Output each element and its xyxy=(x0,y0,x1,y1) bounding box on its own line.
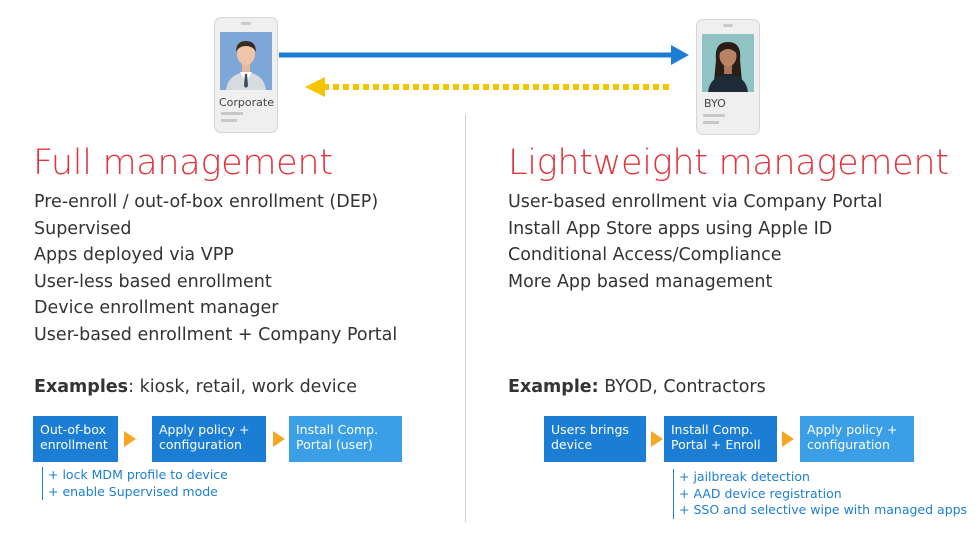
chevron-right-icon xyxy=(124,431,136,447)
step-apply-policy: Apply policy + configuration xyxy=(800,416,914,462)
step-out-of-box-enrollment: Out-of-box enrollment xyxy=(33,416,118,462)
step-label: Apply policy + configuration xyxy=(159,422,250,452)
list-item: Device enrollment manager xyxy=(34,298,279,318)
byo-phone xyxy=(697,20,759,134)
list-item: User-based enrollment + Company Portal xyxy=(34,324,398,345)
phone-bar xyxy=(221,112,243,115)
phone-camera xyxy=(241,22,251,25)
example-label: Example: xyxy=(508,377,599,397)
full-examples: Examples: kiosk, retail, work device xyxy=(34,377,357,397)
woman-avatar-icon xyxy=(702,34,754,92)
step-label: Out-of-box enrollment xyxy=(40,422,108,452)
note-item: + enable Supervised mode xyxy=(48,483,218,499)
byo-label: BYO xyxy=(704,97,726,110)
corporate-phone xyxy=(215,18,277,132)
chevron-right-icon xyxy=(273,431,285,447)
column-divider xyxy=(465,114,466,522)
examples-text: : kiosk, retail, work device xyxy=(128,377,358,397)
list-item: Pre-enroll / out-of-box enrollment (DEP) xyxy=(34,192,379,212)
light-notes: + jailbreak detection + AAD device regis… xyxy=(673,469,967,519)
phone-bar xyxy=(703,114,725,117)
yellow-arrow-head xyxy=(305,77,325,97)
step-label: Install Comp. Portal (user) xyxy=(296,422,379,452)
list-item: Install App Store apps using Apple ID xyxy=(508,218,833,239)
step-install-and-enroll: Install Comp. Portal + Enroll xyxy=(664,416,777,462)
chevron-right-icon xyxy=(651,431,663,447)
list-item: User-based enrollment via Company Portal xyxy=(508,192,883,212)
step-label: Users brings device xyxy=(551,422,629,452)
examples-label: Examples xyxy=(34,377,129,397)
note-item: + AAD device registration xyxy=(679,485,842,501)
blue-arrow-head xyxy=(671,45,689,65)
phone-bar xyxy=(221,119,237,122)
chevron-right-icon xyxy=(782,431,794,447)
full-management-title: Full management xyxy=(33,143,333,183)
list-item: Conditional Access/Compliance xyxy=(508,245,782,265)
note-item: + jailbreak detection xyxy=(679,469,810,484)
list-item: More App based management xyxy=(508,271,773,292)
phone-bar xyxy=(703,121,719,124)
step-apply-policy: Apply policy + configuration xyxy=(152,416,266,462)
step-install-company-portal: Install Comp. Portal (user) xyxy=(289,416,402,462)
corporate-label: Corporate xyxy=(219,96,274,109)
note-item: + SSO and selective wipe with managed ap… xyxy=(679,502,968,517)
full-notes: + lock MDM profile to device + enable Su… xyxy=(42,467,228,500)
sync-arrows xyxy=(279,45,689,97)
full-management-list: Pre-enroll / out-of-box enrollment (DEP)… xyxy=(34,189,397,348)
light-example: Example: BYOD, Contractors xyxy=(508,377,766,397)
step-label: Apply policy + configuration xyxy=(807,422,898,452)
note-item: + lock MDM profile to device xyxy=(48,467,228,482)
phone-camera xyxy=(723,24,733,27)
example-text: BYOD, Contractors xyxy=(598,377,766,397)
list-item: Supervised xyxy=(34,218,132,239)
lightweight-management-list: User-based enrollment via Company Portal… xyxy=(508,189,883,295)
step-label: Install Comp. Portal + Enroll xyxy=(671,422,761,452)
list-item: User-less based enrollment xyxy=(34,271,272,292)
step-user-brings-device: Users brings device xyxy=(544,416,646,462)
man-avatar-icon xyxy=(220,32,272,90)
lightweight-management-title: Lightweight management xyxy=(508,143,949,183)
list-item: Apps deployed via VPP xyxy=(34,245,234,265)
